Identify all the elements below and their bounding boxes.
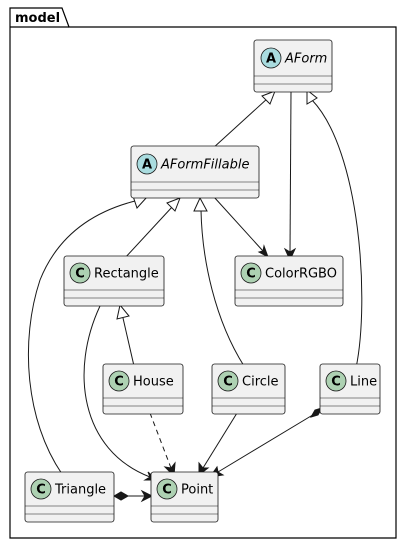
edge-aformfillable-colorrgbo bbox=[213, 196, 264, 252]
edge-line-point bbox=[217, 412, 317, 473]
class-name: Circle bbox=[242, 375, 279, 390]
class-icon: C bbox=[246, 267, 256, 282]
edge-circle-aformfillable bbox=[200, 209, 245, 367]
inheritance-arrowhead bbox=[166, 197, 181, 212]
package-model: model bbox=[9, 7, 397, 539]
class-house[interactable]: C House bbox=[102, 363, 184, 415]
inheritance-arrowhead bbox=[193, 196, 208, 212]
class-circle[interactable]: C Circle bbox=[211, 363, 286, 415]
edge-aform-colorrgbo bbox=[289, 91, 292, 253]
class-name: ColorRGBO bbox=[265, 267, 337, 282]
class-icon: C bbox=[36, 483, 46, 498]
edge-house-point bbox=[149, 412, 172, 469]
class-aform[interactable]: A AForm bbox=[253, 39, 333, 93]
edge-line-aform bbox=[311, 99, 363, 369]
relations bbox=[27, 88, 363, 503]
edge-circle-point bbox=[202, 412, 238, 469]
class-name: AFormFillable bbox=[160, 158, 249, 173]
class-icon: C bbox=[75, 267, 85, 282]
edge-rectangle-aformfillable bbox=[123, 205, 174, 260]
edge-house-rectangle bbox=[122, 317, 135, 367]
inheritance-arrowhead bbox=[306, 88, 318, 105]
class-icon: C bbox=[162, 483, 172, 498]
inheritance-arrowhead bbox=[116, 303, 130, 320]
class-rectangle[interactable]: C Rectangle bbox=[63, 255, 165, 307]
edge-rectangle-point bbox=[83, 305, 151, 478]
class-triangle[interactable]: C Triangle bbox=[24, 471, 115, 523]
class-icon: C bbox=[114, 375, 124, 390]
package-title: model bbox=[15, 11, 60, 26]
class-name: Triangle bbox=[54, 483, 106, 498]
abstract-class-icon: A bbox=[266, 52, 276, 67]
class-colorrgbo[interactable]: C ColorRGBO bbox=[234, 255, 344, 307]
class-aformfillable[interactable]: A AFormFillable bbox=[130, 145, 260, 199]
composition-diamond bbox=[309, 407, 324, 418]
composition-diamond bbox=[112, 491, 130, 501]
class-name: Point bbox=[181, 483, 213, 498]
association-arrowhead bbox=[283, 247, 297, 262]
class-line[interactable]: C Line bbox=[319, 363, 381, 415]
association-arrowhead bbox=[140, 489, 154, 503]
class-name: Rectangle bbox=[94, 267, 159, 282]
edge-triangle-aformfillable bbox=[27, 200, 136, 475]
edge-aformfillable-aform bbox=[211, 97, 269, 150]
class-name: Line bbox=[350, 375, 377, 390]
class-icon: C bbox=[223, 375, 233, 390]
class-name: AForm bbox=[284, 52, 327, 67]
class-icon: C bbox=[331, 375, 341, 390]
class-point[interactable]: C Point bbox=[150, 471, 219, 523]
inheritance-arrowhead bbox=[261, 90, 276, 105]
association-arrowhead bbox=[257, 244, 269, 259]
abstract-class-icon: A bbox=[142, 158, 152, 173]
class-name: House bbox=[133, 375, 174, 390]
